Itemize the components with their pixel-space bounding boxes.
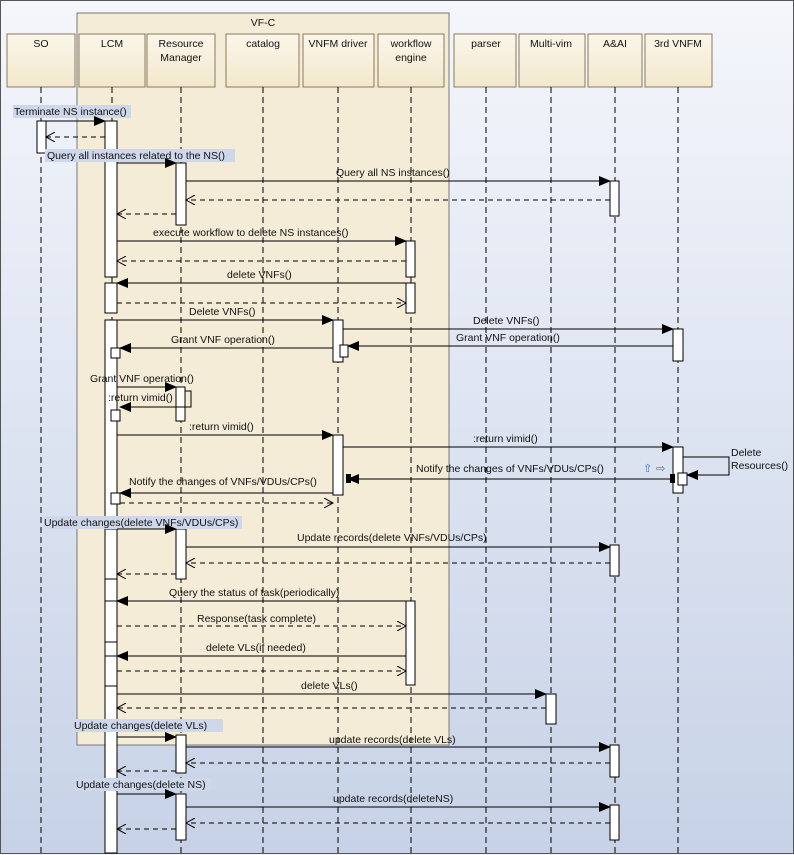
- msg-delete-vls: delete VLs(): [301, 680, 358, 692]
- svg-text:⇧: ⇧: [643, 462, 652, 475]
- svg-text:⇨: ⇨: [656, 462, 665, 475]
- msg-delete-vls-if-needed: delete VLs(if needed): [206, 642, 306, 654]
- lifeline-header-aai: A&AI: [587, 33, 643, 88]
- msg-delete-resources-line1: Delete: [731, 447, 762, 459]
- msg-grant-vnf-driver: Grant VNF operation(): [171, 334, 275, 346]
- msg-return-vimid-3rd: :return vimid(): [473, 433, 538, 445]
- msg-update-records-vnfs: Update records(delete VNFs/VDUs/CPs): [297, 532, 487, 544]
- msg-delete-vnfs-lower: delete VNFs(): [227, 269, 292, 281]
- svg-text:Multi-vim: Multi-vim: [530, 38, 572, 50]
- msg-delete-resources-line2: Resources(): [731, 460, 788, 472]
- msg-grant-vnf-3rd: Grant VNF operation(): [456, 332, 560, 344]
- msg-update-records-vls: update records(delete VLs): [329, 734, 456, 746]
- lifeline-header-catalog: catalog: [225, 33, 300, 88]
- svg-text:Manager: Manager: [160, 52, 202, 64]
- lifeline-header-workflow-engine: workflow engine: [377, 33, 445, 88]
- svg-text:3rd VNFM: 3rd VNFM: [654, 38, 702, 50]
- msg-notify-changes-lcm: Notify the changes of VNFs/VDUs/CPs(): [129, 476, 317, 488]
- lifeline-header-3rd-vnfm: 3rd VNFM: [644, 33, 713, 88]
- svg-text:catalog: catalog: [246, 38, 280, 50]
- msg-execute-workflow: execute workflow to delete NS instances(…: [153, 227, 349, 239]
- lifeline-header-lcm: LCM: [78, 33, 146, 88]
- notify-marker-left: [346, 474, 351, 483]
- return-arrows: [46, 137, 610, 829]
- lifeline-header-resource-manager: Resource Manager: [146, 33, 216, 88]
- lifeline-header-parser: parser: [453, 33, 517, 88]
- svg-text:A&AI: A&AI: [603, 38, 627, 50]
- msg-update-changes-vnfs: Update changes(delete VNFs/VDUs/CPs): [44, 517, 238, 529]
- msg-query-all-ns-instances: Query all NS instances(): [336, 167, 450, 179]
- msg-update-changes-ns: Update changes(delete NS): [76, 779, 206, 791]
- msg-notify-changes-3rd: Notify the changes of VNFs/VDUs/CPs(): [416, 463, 604, 475]
- notify-marker-right: [670, 474, 675, 483]
- msg-delete-vnfs-driver: Delete VNFs(): [189, 306, 256, 318]
- msg-return-vimid-lcm: :return vimid(): [189, 421, 254, 433]
- lifeline-header-so: SO: [6, 33, 76, 88]
- msg-grant-vnf-rm: Grant VNF operation(): [90, 373, 194, 385]
- svg-text:parser: parser: [471, 38, 501, 50]
- navigation-arrows-icon: ⇧ ⇨: [643, 462, 665, 475]
- svg-text:Resource: Resource: [159, 38, 204, 50]
- msg-return-vimid-rm: :return vimid(): [108, 392, 173, 404]
- svg-text:LCM: LCM: [101, 38, 123, 50]
- call-arrows: [41, 116, 730, 812]
- svg-text:VNFM driver: VNFM driver: [309, 38, 368, 50]
- msg-update-records-ns: update records(deleteNS): [333, 793, 453, 805]
- lifeline-header-vnfm-driver: VNFM driver: [302, 33, 375, 88]
- msg-query-status: Query the status of task(periodically): [169, 587, 339, 599]
- msg-response-task-complete: Response(task complete): [197, 613, 316, 625]
- msg-terminate-ns: Terminate NS instance(): [14, 106, 127, 118]
- lifeline-header-multi-vim: Multi-vim: [518, 33, 586, 88]
- svg-text:workflow: workflow: [390, 38, 432, 50]
- svg-text:SO: SO: [33, 38, 48, 50]
- vfc-frame-title: VF-C: [251, 17, 276, 29]
- msg-update-changes-vls: Update changes(delete VLs): [74, 720, 207, 732]
- msg-delete-vnfs-3rd: Delete VNFs(): [473, 315, 540, 327]
- label-highlights: [13, 105, 242, 791]
- msg-query-all-instances: Query all instances related to the NS(): [47, 150, 225, 162]
- svg-text:engine: engine: [395, 52, 427, 64]
